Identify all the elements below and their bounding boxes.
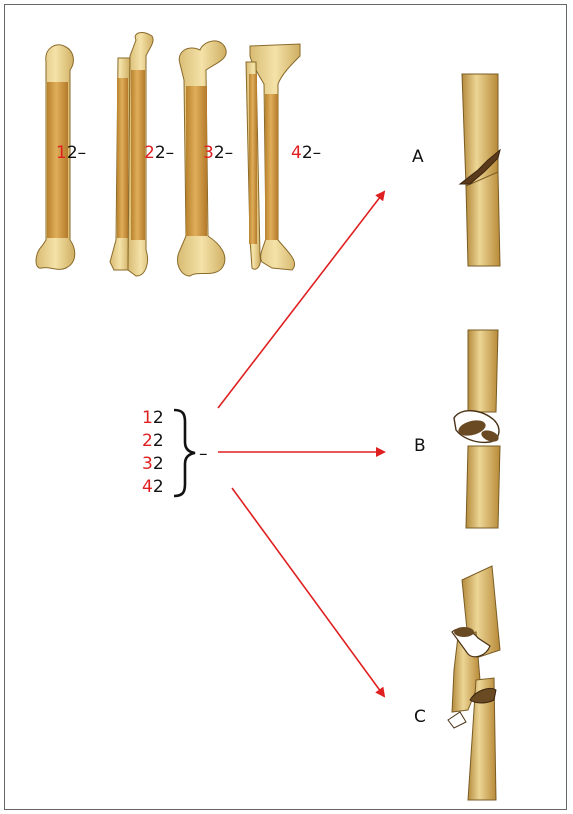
bone-label-4: 42– [291, 143, 321, 163]
bone-label-3: 32– [203, 143, 233, 163]
arrow-to-c [232, 488, 384, 696]
dash-label: – [199, 444, 208, 464]
code-item-2: 22 [142, 431, 164, 451]
curly-brace-icon [174, 410, 195, 496]
bone-label-1: 12– [56, 143, 86, 163]
type-label-b: B [414, 436, 426, 456]
bone-label-2: 22– [144, 143, 174, 163]
code-item-3: 32 [142, 454, 164, 474]
bending-wedge-fracture-icon [454, 330, 500, 528]
code-item-4: 42 [142, 477, 164, 497]
arrow-to-a [218, 192, 384, 408]
fragmented-wedge-fracture-icon [448, 566, 500, 800]
code-item-1: 12 [142, 408, 164, 428]
spiral-fracture-icon [460, 74, 500, 266]
type-label-a: A [412, 147, 424, 167]
type-label-c: C [414, 707, 426, 727]
code-list: 12 22 32 42 [142, 408, 164, 497]
